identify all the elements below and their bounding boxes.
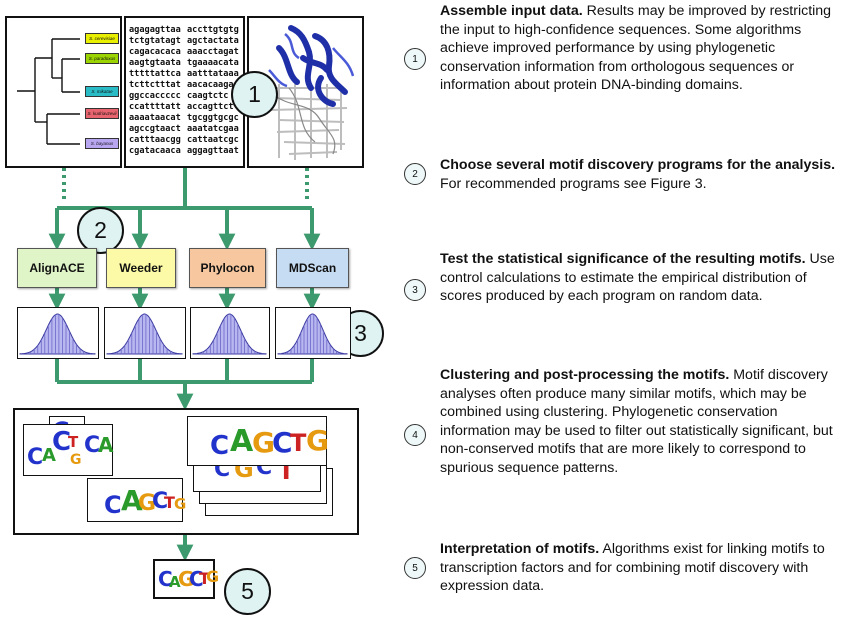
- protein-dna-structure-image: [268, 25, 355, 160]
- sequence-line: ccattttatt: [129, 102, 181, 112]
- score-distribution-4: [275, 307, 351, 359]
- sequence-line: tttttattca: [129, 69, 181, 79]
- program-weeder: Weeder: [106, 248, 176, 288]
- tree-leaf: S. paradoxus: [85, 53, 119, 64]
- program-phylocon: Phylocon: [189, 248, 266, 288]
- program-alignace: AlignACE: [17, 248, 97, 288]
- sequence-line: accagttct: [187, 102, 234, 112]
- sequence-line: agccgtaact: [129, 124, 181, 134]
- sequence-line: cgatacaaca: [129, 146, 181, 156]
- distribution-curve: [19, 313, 96, 355]
- score-distribution-2: [104, 307, 186, 359]
- sequence-line: tcttctttat: [129, 80, 181, 90]
- step-2-text: Choose several motif discovery programs …: [440, 156, 850, 193]
- step-4-marker: 4: [404, 424, 426, 446]
- step-5-text: Interpretation of motifs. Algorithms exi…: [440, 540, 850, 596]
- step-5-body: Algorithms exist for linking motifs to t…: [440, 541, 825, 595]
- tree-leaf: S. mikatae: [85, 86, 119, 97]
- step-3-body: Use control calculations to estimate the…: [440, 251, 835, 305]
- score-distribution-1: [17, 307, 99, 359]
- step-2-bubble: 2: [77, 207, 124, 254]
- distribution-curve: [106, 313, 183, 355]
- sequence-line: aagtgtaata: [129, 58, 181, 68]
- tree-leaf: S. bayanus: [85, 138, 119, 149]
- sequence-line: agagagttaa: [129, 25, 181, 35]
- sequence-line: accttgtgtg: [187, 25, 239, 35]
- sequence-line: aaaataacat: [129, 113, 181, 123]
- step-4-title: Clustering and post-processing the motif…: [440, 367, 730, 383]
- sequence-line: cagacacaca: [129, 47, 181, 57]
- final-motif-logo: C A G C T G: [153, 559, 219, 599]
- motif-logo-medium: C A G C T G: [87, 478, 186, 522]
- step-5-marker: 5: [404, 557, 426, 579]
- step-1-text: Assemble input data. Results may be impr…: [440, 2, 850, 95]
- step-3-text: Test the statistical significance of the…: [440, 250, 850, 306]
- step-4-body: Motif discovery analyses often produce m…: [440, 367, 833, 476]
- distribution-curve: [192, 313, 267, 355]
- sequence-line: aaacctagat: [187, 47, 239, 57]
- step-5-title: Interpretation of motifs.: [440, 541, 600, 557]
- sequence-line: aaatatcgaa: [187, 124, 239, 134]
- program-mdscan: MDScan: [276, 248, 349, 288]
- sequence-line: caagtctc: [187, 91, 229, 101]
- sequence-line: cattaatcgc: [187, 135, 239, 145]
- sequence-line: aatttataaa: [187, 69, 239, 79]
- sequence-line: aggagttaat: [187, 146, 239, 156]
- step-2-marker: 2: [404, 163, 426, 185]
- step-1-bubble: 1: [231, 71, 278, 118]
- step-5-bubble: 5: [224, 568, 271, 615]
- sequence-line: aacacaaga: [187, 80, 234, 90]
- clustering-panel: C G C A C T G C A C A G C T G C A G A C …: [13, 408, 359, 535]
- sequence-line: catttaacgg: [129, 135, 181, 145]
- motif-logo-large: C A G C T G: [187, 416, 329, 466]
- phylogenetic-tree-panel: S. cerevisiae S. paradoxus S. mikatae S.…: [5, 16, 122, 168]
- step-3-marker: 3: [404, 279, 426, 301]
- score-distribution-3: [190, 307, 270, 359]
- sequence-line: tctgtatagt: [129, 36, 181, 46]
- sequence-line: ggccaccccc: [129, 91, 181, 101]
- step-1-body: Results may be improved by restricting t…: [440, 3, 832, 94]
- sequence-line: tgaaaacata: [187, 58, 239, 68]
- step-4-text: Clustering and post-processing the motif…: [440, 366, 850, 478]
- step-2-title: Choose several motif discovery programs …: [440, 157, 836, 173]
- motif-logo-small: C A C T G C A: [23, 424, 113, 476]
- tree-leaf: S. cerevisiae: [85, 33, 119, 44]
- tree-leaf: S. kudriavzevii: [85, 108, 119, 119]
- distribution-curve: [277, 313, 348, 355]
- step-3-title: Test the statistical significance of the…: [440, 251, 806, 267]
- sequence-line: tgcggtgcgc: [187, 113, 239, 123]
- tree-branches: [17, 38, 80, 145]
- step-2-body: For recommended programs see Figure 3.: [440, 175, 707, 192]
- step-1-title: Assemble input data.: [440, 3, 583, 19]
- sequence-line: agctactata: [187, 36, 239, 46]
- step-1-marker: 1: [404, 48, 426, 70]
